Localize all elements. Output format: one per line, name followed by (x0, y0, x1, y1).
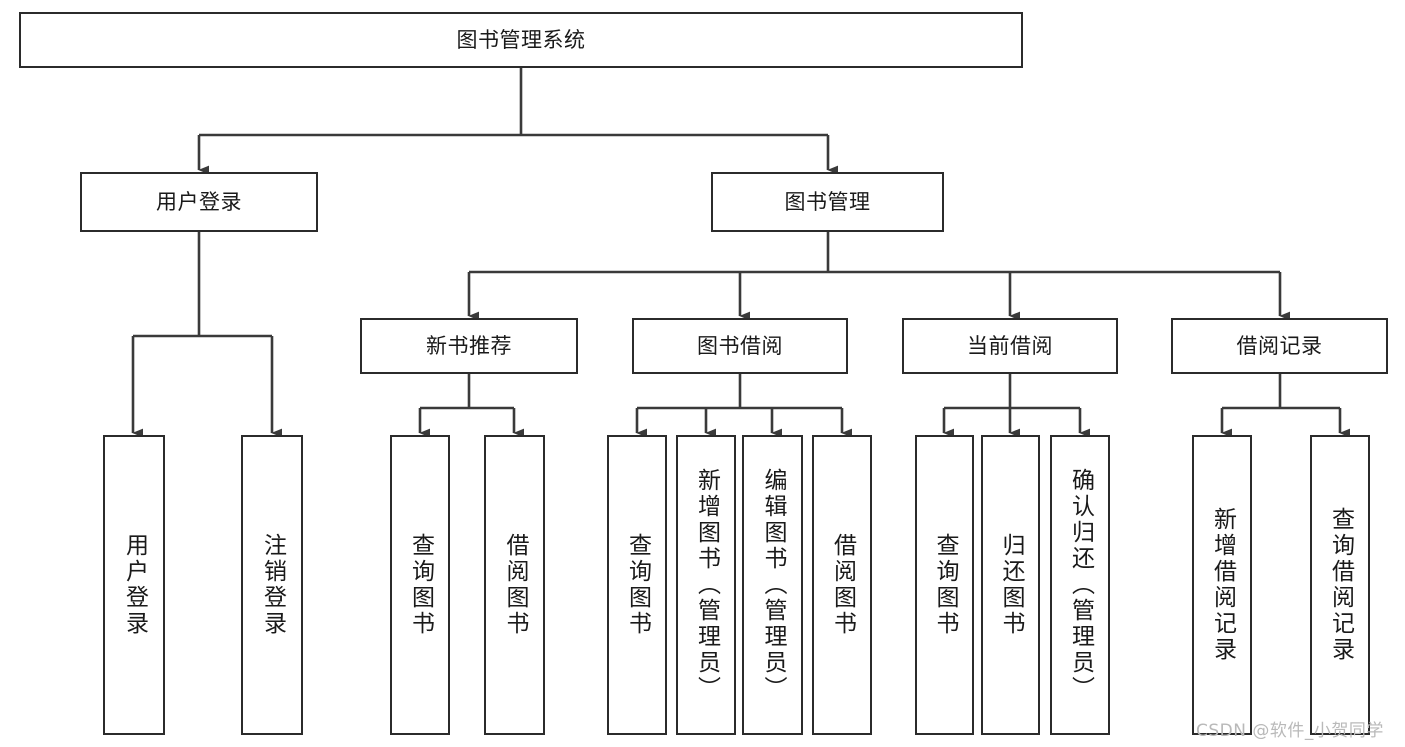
node-book-borrow[interactable]: 图书借阅 (632, 318, 848, 374)
node-label: 查询借阅记录 (1327, 507, 1354, 663)
node-root-system[interactable]: 图书管理系统 (19, 12, 1023, 68)
leaf-add-record[interactable]: 新增借阅记录 (1192, 435, 1252, 735)
node-label: 用户登录 (156, 189, 242, 214)
node-label: 图书管理系统 (456, 27, 586, 52)
node-borrow-record[interactable]: 借阅记录 (1171, 318, 1388, 374)
node-label: 注销登录 (259, 533, 286, 637)
leaf-return-book[interactable]: 归还图书 (981, 435, 1040, 735)
node-label: 查询图书 (932, 533, 958, 637)
node-label: 确认归还（管理员） (1067, 468, 1094, 702)
leaf-query-book-3[interactable]: 查询图书 (915, 435, 974, 735)
node-user-login[interactable]: 用户登录 (80, 172, 318, 232)
node-label: 查询图书 (624, 533, 651, 637)
node-label: 新增借阅记录 (1209, 507, 1236, 663)
node-label: 图书管理 (784, 189, 871, 214)
leaf-add-book[interactable]: 新增图书（管理员） (676, 435, 736, 735)
node-book-manage[interactable]: 图书管理 (711, 172, 944, 232)
node-new-book-recommend[interactable]: 新书推荐 (360, 318, 578, 374)
leaf-confirm-return[interactable]: 确认归还（管理员） (1050, 435, 1110, 735)
leaf-edit-book[interactable]: 编辑图书（管理员） (742, 435, 803, 735)
leaf-user-login[interactable]: 用户登录 (103, 435, 165, 735)
node-label: 新书推荐 (426, 333, 512, 358)
node-label: 归还图书 (998, 533, 1024, 637)
leaf-query-record[interactable]: 查询借阅记录 (1310, 435, 1370, 735)
node-label: 借阅图书 (502, 533, 528, 637)
leaf-user-logout[interactable]: 注销登录 (241, 435, 303, 735)
node-label: 图书借阅 (697, 333, 783, 358)
node-label: 借阅记录 (1236, 333, 1323, 358)
node-label: 用户登录 (121, 533, 148, 637)
node-label: 借阅图书 (829, 533, 856, 637)
leaf-borrow-book-1[interactable]: 借阅图书 (484, 435, 545, 735)
leaf-query-book-1[interactable]: 查询图书 (390, 435, 450, 735)
leaf-borrow-book-2[interactable]: 借阅图书 (812, 435, 872, 735)
node-label: 查询图书 (407, 533, 434, 637)
leaf-query-book-2[interactable]: 查询图书 (607, 435, 667, 735)
node-label: 新增图书（管理员） (693, 468, 720, 702)
node-current-borrow[interactable]: 当前借阅 (902, 318, 1118, 374)
node-label: 当前借阅 (967, 333, 1053, 358)
node-label: 编辑图书（管理员） (760, 468, 786, 702)
